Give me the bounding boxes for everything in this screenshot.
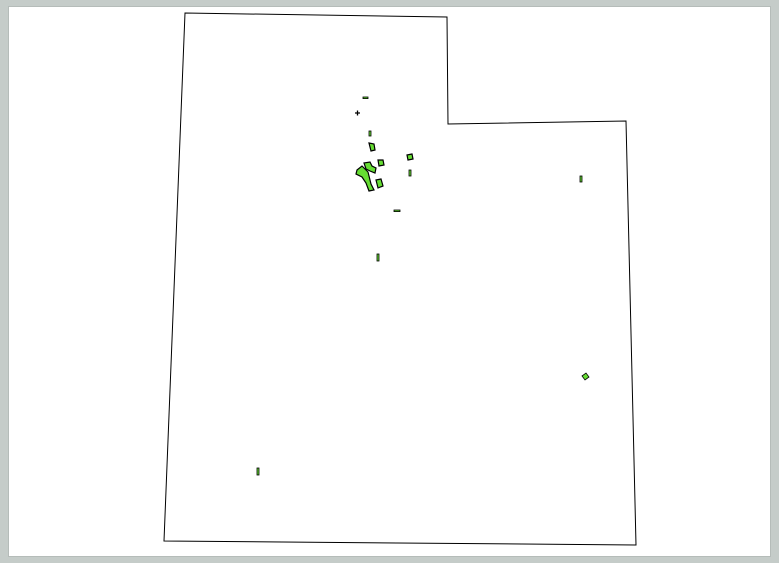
feature-sw1[interactable] — [256, 467, 260, 476]
cluster-blob-2[interactable] — [363, 161, 377, 174]
feature-c3[interactable] — [376, 253, 380, 262]
main-cluster[interactable] — [355, 142, 414, 192]
feature-e1[interactable] — [579, 175, 583, 183]
feature-c1[interactable] — [408, 169, 412, 177]
feature-c2[interactable] — [393, 209, 401, 213]
cluster-blob-1[interactable] — [355, 165, 375, 192]
cluster-blob-5[interactable] — [368, 142, 376, 152]
cluster-blob-3[interactable] — [377, 159, 385, 167]
scattered-features[interactable] — [256, 96, 590, 476]
cluster-blob-6[interactable] — [406, 153, 414, 161]
feature-n3[interactable] — [368, 130, 372, 137]
feature-se1[interactable] — [581, 372, 590, 381]
feature-n1[interactable] — [362, 96, 369, 100]
state-boundary — [163, 12, 637, 546]
feature-n2[interactable] — [355, 110, 360, 116]
cluster-blob-4[interactable] — [375, 178, 384, 189]
